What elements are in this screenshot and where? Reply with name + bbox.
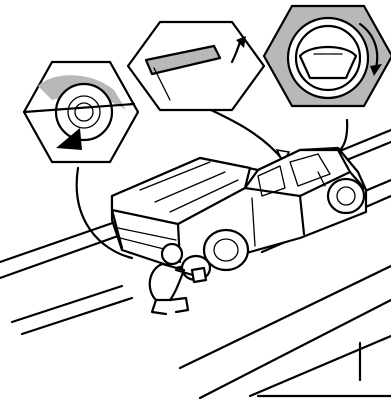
steering-wheel-callout [264,6,391,106]
wheel-chock-callout [24,62,138,162]
pickup-truck [112,148,366,280]
steering-wheel-icon [300,47,356,78]
parking-brake-callout [128,22,264,110]
